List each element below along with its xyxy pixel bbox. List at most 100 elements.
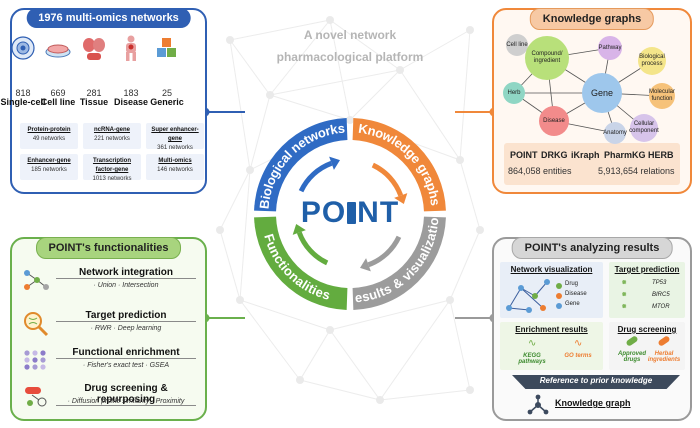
target-box: [609, 262, 685, 318]
point-logo: PO NT: [295, 196, 405, 230]
reference-banner: [512, 375, 680, 389]
magnifier-dna-icon: [24, 312, 49, 337]
kg-node: Cell line: [506, 34, 528, 56]
logo-right: NT: [357, 196, 400, 229]
reference-banner-text: Reference to prior knowledge: [539, 376, 653, 385]
pill-molecule-icon: [25, 387, 47, 407]
drug-title: Drug screening: [617, 325, 677, 334]
ring-segment-functionalities: [254, 216, 348, 310]
dna-icon: ⨳: [622, 303, 627, 310]
category-label: Cell line: [40, 97, 76, 107]
enrich-title: Enrichment results: [515, 325, 588, 334]
category-count: 183: [123, 88, 139, 98]
kg-db-box: [504, 143, 680, 185]
kg-node: Cellular component: [629, 114, 659, 142]
dot-matrix-icon: [24, 350, 46, 370]
kg-database: iKraph: [571, 150, 600, 160]
function-methods: · Fisher's exact test · GSEA: [82, 362, 170, 369]
kg-node-label: Cellular component: [629, 121, 659, 134]
ring-segment-results: [352, 216, 446, 310]
category-label: Tissue: [79, 97, 109, 107]
kg-node-label: Anatomy: [603, 129, 627, 136]
kg-database: PharmKG: [604, 150, 646, 160]
legend-label: Disease: [565, 291, 587, 297]
target-gene: BIRC5: [652, 292, 670, 298]
kg-node: Pathway: [598, 36, 622, 60]
ring-arrow-results: [367, 235, 402, 268]
legend-label: Drug: [565, 281, 579, 287]
functionalities-title: POINT's functionalities: [35, 237, 182, 259]
kg-node-label: Disease: [543, 117, 565, 124]
dna-icon: ⨳: [622, 279, 627, 286]
kg-database: DRKG: [541, 150, 568, 160]
enrichment-item: KEGG pathways: [518, 353, 546, 365]
knowledge-title: Knowledge graphs: [529, 8, 655, 30]
category-label: Disease: [113, 97, 149, 107]
logo-left: PO: [300, 196, 347, 229]
ring-segment-networks: [254, 118, 348, 212]
body-icon: [126, 35, 136, 61]
kg-node: Disease: [539, 106, 569, 136]
target-gene: MTOR: [652, 304, 670, 310]
ring-segment-knowledge: [352, 118, 446, 212]
netvis-graph-icon: [506, 279, 550, 313]
kg-node-label: Biological process: [639, 54, 665, 67]
enrichment-icon: ∿: [574, 338, 583, 349]
category-count: 281: [86, 88, 102, 98]
network-type-count: 1013 networks: [92, 176, 132, 182]
enrichment-icon: ∿: [528, 338, 537, 349]
network-type-count: 185 networks: [31, 167, 67, 173]
network-type-name: Super enhancer-gene: [151, 127, 199, 142]
category-label: Generic: [150, 97, 184, 107]
cubes-icon: [157, 38, 176, 57]
network-type-count: 361 networks: [157, 145, 193, 151]
function-title: Drug screening & repurposing: [56, 383, 196, 406]
drug-box: [609, 322, 685, 370]
function-title: Target prediction: [56, 310, 196, 322]
legend-dot: [556, 303, 562, 309]
network-type-name: Multi-omics: [158, 158, 192, 164]
petri-dish-icon: [45, 44, 71, 58]
function-methods: · Diffusion profile similarity · Proximi…: [67, 398, 185, 405]
function-methods: · Union · Intersection: [93, 282, 159, 289]
organs-icon: [83, 38, 105, 60]
kg-node: Herb: [503, 82, 525, 104]
kg-result-label: Knowledge graph: [555, 398, 631, 408]
kg-relations: 5,913,654 relations: [598, 166, 675, 176]
kg-node-label: Herb: [507, 89, 521, 96]
legend-label: Gene: [565, 301, 580, 307]
ring-arrow-knowledge: [371, 162, 404, 197]
cell-icon: [11, 36, 35, 60]
category-count: 818: [15, 88, 31, 98]
network-type-count: 49 networks: [32, 136, 66, 142]
kg-mini-icon: [527, 394, 549, 415]
kg-node: Biological process: [638, 47, 666, 75]
kg-node-label: Gene: [590, 87, 614, 98]
kg-node: Gene: [582, 73, 622, 113]
network-type: Super enhancer-gene 361 networks: [146, 123, 204, 151]
kg-node-label: Molecular function: [649, 89, 676, 102]
network-type-count: 221 networks: [94, 136, 130, 142]
function-title: Network integration: [56, 267, 196, 279]
target-gene: TP53: [652, 280, 667, 286]
drug-item: Approved drugs: [617, 351, 646, 363]
header-title-line1: A novel network: [303, 28, 397, 42]
kg-node-label: Cell line: [506, 41, 528, 48]
target-title: Target prediction: [614, 265, 680, 274]
function-methods: · RWR · Deep learning: [90, 325, 162, 332]
kg-node-label: Pathway: [598, 44, 622, 51]
legend-dot: [556, 283, 562, 289]
category-label: Single-cell: [0, 97, 46, 107]
kg-node: Molecular function: [649, 83, 675, 109]
logo-i-icon: [347, 202, 357, 224]
category-count: 25: [161, 88, 172, 98]
category-count: 669: [50, 88, 66, 98]
enrich-box: [500, 322, 603, 370]
dna-icon: ⨳: [622, 291, 627, 298]
ring-arrow-networks: [298, 160, 333, 193]
